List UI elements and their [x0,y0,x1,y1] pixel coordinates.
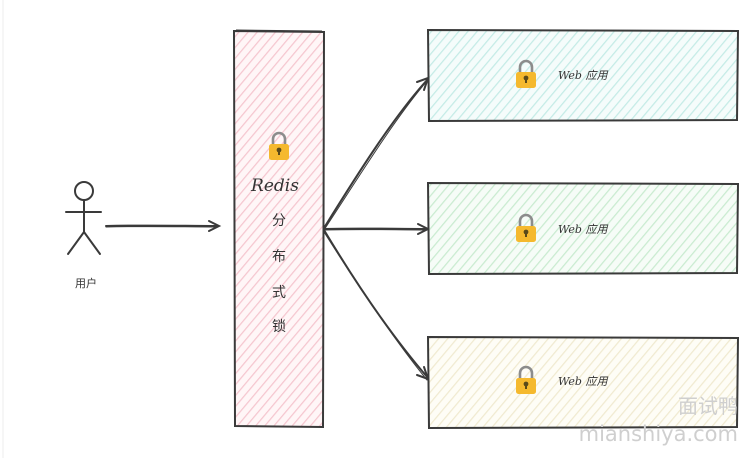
web-app-box-3: Web 应用 [426,335,740,430]
user-actor: 用户 [65,181,102,290]
user-label: 用户 [75,276,97,290]
arrow-to-app-2 [323,223,431,235]
watermark-url: mianshiya.com [579,422,738,446]
web-app-label-1: Web 应用 [558,69,608,82]
web-app-label-2: Web 应用 [558,223,608,236]
lock-char-1: 分 [272,213,286,229]
redis-lock-box: Redis 分 布 式 锁 [232,29,326,429]
watermark-brand: 面试鸭 [678,394,738,418]
arrows-lock-to-apps [323,76,431,381]
arrow-to-app-3 [323,229,430,381]
watermark: 面试鸭 mianshiya.com [579,394,738,446]
arrow-to-app-1 [323,76,430,231]
lock-char-2: 布 [272,249,286,265]
person-icon [65,181,102,255]
arrow-user-to-lock [105,220,222,232]
web-app-box-1: Web 应用 [426,28,740,123]
redis-title: Redis [250,176,299,196]
lock-char-4: 锁 [272,319,286,335]
web-app-label-3: Web 应用 [558,375,608,388]
web-app-box-2: Web 应用 [426,181,740,276]
lock-char-3: 式 [272,285,286,301]
